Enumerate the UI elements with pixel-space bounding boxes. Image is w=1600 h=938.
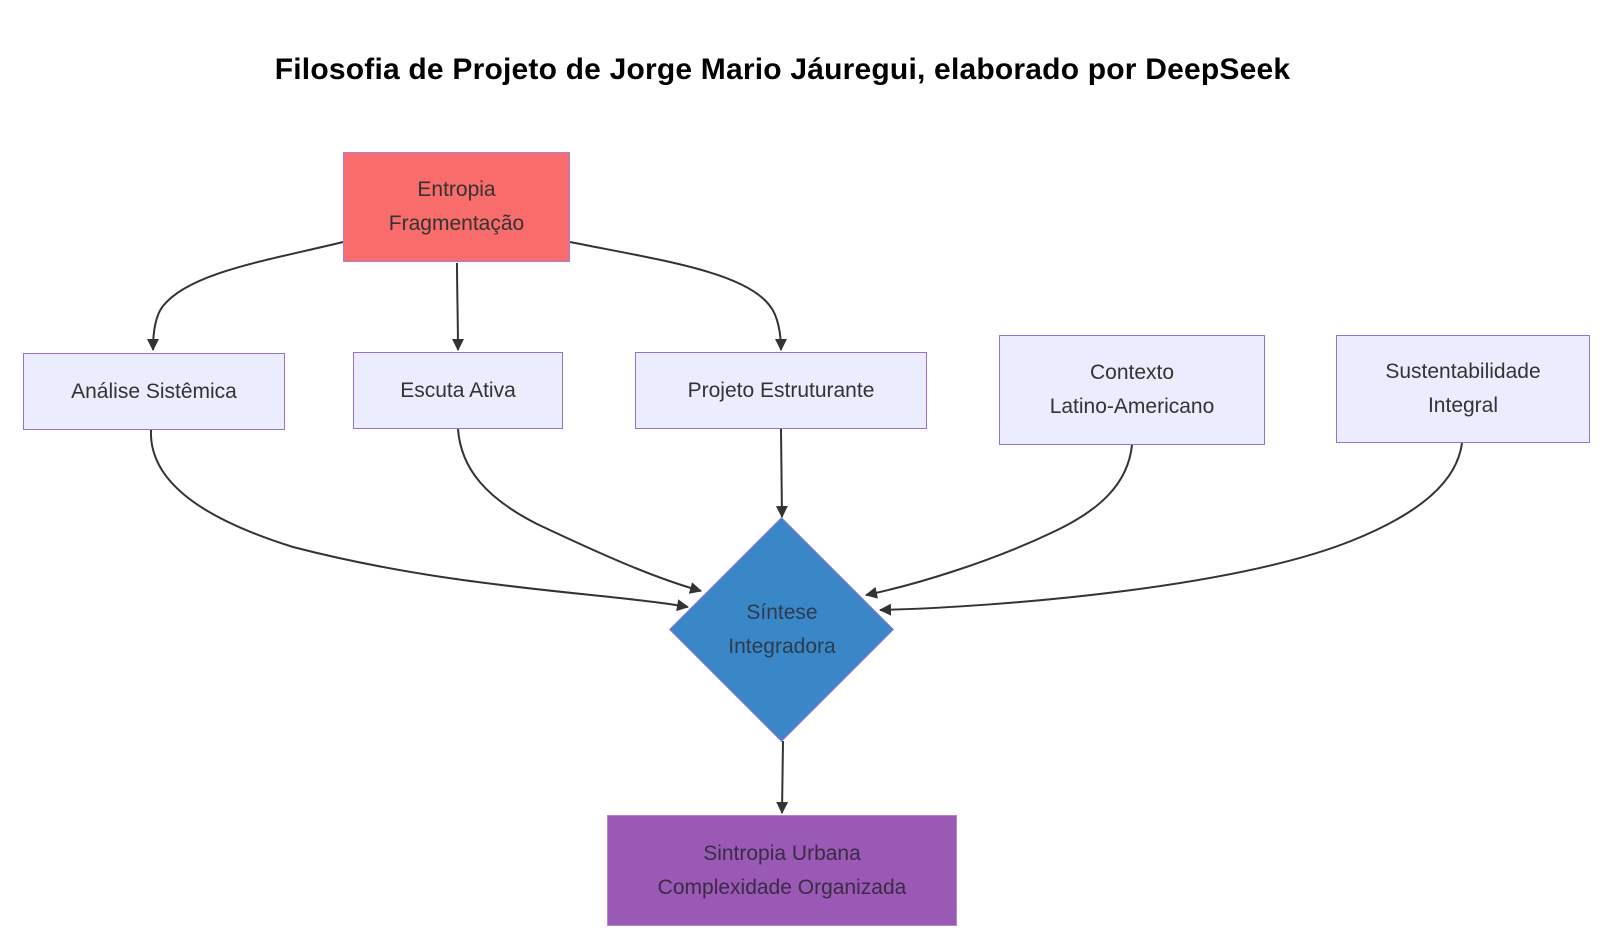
node-label-line2: Fragmentação (388, 212, 525, 235)
node-projeto-estruturante: Projeto Estruturante (635, 352, 927, 429)
edge-entropia-analise (147, 241, 344, 351)
node-escuta-ativa: Escuta Ativa (353, 352, 563, 429)
edge-entropia-escuta (451, 262, 464, 351)
node-label-line1: Escuta Ativa (400, 378, 516, 402)
edge-contexto-sintese (865, 444, 1133, 599)
edge-analise-sintese (149, 429, 689, 612)
edge-entropia-projeto (569, 241, 787, 351)
edge-sustentabilidade-sintese (879, 442, 1463, 616)
node-entropia-fragmentacao: Entropia Fragmentação (343, 152, 570, 262)
node-label-line1: Análise Sistêmica (71, 379, 237, 403)
node-label-line1: Síntese (746, 601, 818, 624)
edge-sintese-sintropia (776, 740, 789, 814)
node-label-line1: Sintropia Urbana (703, 841, 861, 865)
node-label-line1: Entropia (417, 178, 496, 201)
node-label-line2: Integradora (728, 635, 836, 658)
edge-escuta-sintese (457, 428, 702, 594)
node-label-line1: Projeto Estruturante (687, 378, 875, 402)
node-label-line2: Latino-Americano (1049, 395, 1215, 418)
node-analise-sistemica: Análise Sistêmica (23, 353, 285, 430)
node-label-line2: Integral (1427, 394, 1499, 417)
node-sintropia-urbana: Sintropia Urbana Complexidade Organizada (607, 815, 957, 926)
node-contexto-latino-americano: Contexto Latino-Americano (999, 335, 1265, 445)
node-sintese-integradora-label: Síntese Integradora (682, 596, 882, 664)
node-sustentabilidade-integral: Sustentabilidade Integral (1336, 335, 1590, 443)
node-label-line1: Sustentabilidade (1385, 360, 1541, 383)
node-label-line2: Complexidade Organizada (657, 875, 907, 899)
diagram-title: Filosofia de Projeto de Jorge Mario Jáur… (274, 53, 1291, 86)
edge-projeto-sintese (775, 428, 788, 518)
node-label-line1: Contexto (1089, 361, 1175, 384)
